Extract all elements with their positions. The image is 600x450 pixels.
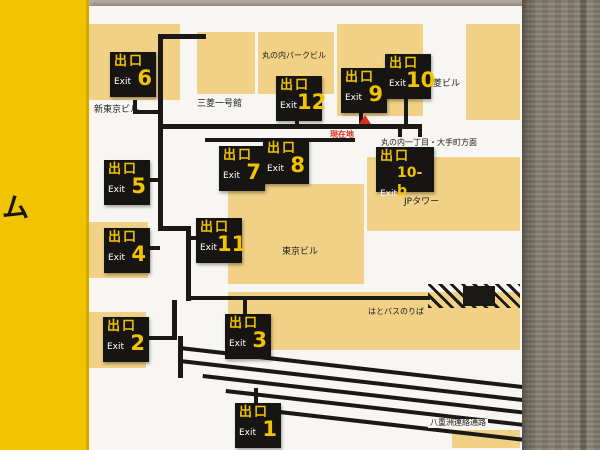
exit-connector <box>146 178 160 182</box>
exit-number: 5 <box>131 174 146 199</box>
wall-groove <box>580 0 586 450</box>
building-label-shintokyo: 新東京ビル <box>94 105 140 115</box>
building-label-jp-tower: JPタワー <box>404 197 440 207</box>
exit-connector <box>295 120 299 126</box>
building-block-mitsubishi-east <box>466 24 520 120</box>
direction-label: 丸の内一丁目・大手町方面 <box>380 137 478 148</box>
exit-number: 11 <box>217 232 247 257</box>
exit-number: 12 <box>297 90 327 115</box>
exit-marker-9: 出口 Exit 9 <box>341 68 387 113</box>
yellow-side-strip: ム <box>0 0 89 450</box>
building-label-yaesu-passage: 八重洲連絡通路 <box>428 418 488 428</box>
exit-number: 8 <box>290 153 305 178</box>
exit-word: 出口 <box>223 148 254 163</box>
exit-number: 10 <box>406 68 436 93</box>
exit-en: Exit <box>200 242 218 253</box>
building-label-mitsubishi: 三菱ビル <box>424 79 461 89</box>
exit-number: 10-b <box>397 165 423 200</box>
passage-line <box>158 226 191 231</box>
exit-marker-8: 出口 Exit 8 <box>263 139 309 184</box>
passage-line <box>178 336 183 378</box>
exit-en: Exit <box>267 163 285 174</box>
exit-number: 2 <box>130 331 145 356</box>
building-block-tokyo <box>228 184 364 284</box>
exit-en: Exit <box>380 189 398 200</box>
building-label-tokyo: 東京ビル <box>282 247 319 257</box>
exit-en: Exit <box>229 338 247 349</box>
exit-connector <box>144 336 174 340</box>
exit-marker-4: 出口 Exit 4 <box>104 228 150 273</box>
building-block-ichigokan <box>197 32 255 94</box>
exit-connector <box>404 98 408 126</box>
passage-line <box>158 130 163 231</box>
building-label-bus-stop: はとバスのりば <box>368 307 424 316</box>
exit-connector <box>243 296 247 316</box>
exit-number: 3 <box>252 328 267 353</box>
exit-word: 出口 <box>229 316 260 331</box>
exit-en: Exit <box>345 92 363 103</box>
exit-en: Exit <box>223 170 241 181</box>
exit-marker-2: 出口 Exit 2 <box>103 317 149 362</box>
black-structure <box>463 286 495 306</box>
exit-connector <box>190 236 198 240</box>
exit-word: 出口 <box>280 78 311 93</box>
exit-number: 7 <box>246 160 261 185</box>
exit-en: Exit <box>108 252 126 263</box>
current-location-icon <box>359 115 371 124</box>
exit-word: 出口 <box>200 220 231 235</box>
exit-word: 出口 <box>389 56 420 71</box>
passage-line-street <box>160 124 422 129</box>
exit-connector <box>133 110 160 114</box>
exit-en: Exit <box>107 341 125 352</box>
exit-en: Exit <box>280 100 298 111</box>
exit-en: Exit <box>114 76 132 87</box>
exit-marker-3: 出口 Exit 3 <box>225 314 271 359</box>
exit-connector <box>146 246 160 250</box>
exit-number: 9 <box>368 82 383 107</box>
passage-line <box>158 34 206 39</box>
exit-number: 1 <box>262 417 277 442</box>
exit-marker-7: 出口 Exit 7 <box>219 146 265 191</box>
exit-en: Exit <box>108 184 126 195</box>
side-partial-text: ム <box>2 193 29 224</box>
exit-word: 出口 <box>239 405 270 420</box>
exit-word: 出口 <box>108 162 139 177</box>
exit-en: Exit <box>389 78 407 89</box>
exit-connector <box>133 100 137 112</box>
exit-word: 出口 <box>380 149 411 164</box>
exit-word: 出口 <box>114 54 145 69</box>
passage-line <box>158 34 163 130</box>
passage-line <box>186 296 430 300</box>
exit-marker-1: 出口 Exit 1 <box>235 403 281 448</box>
passage-line <box>172 300 177 340</box>
building-label-park: 丸の内パークビル <box>262 51 326 60</box>
exit-marker-6: 出口 Exit 6 <box>110 52 156 97</box>
exit-number: 4 <box>131 242 146 267</box>
passage-line <box>186 226 191 301</box>
wall-texture <box>522 0 600 450</box>
exit-word: 出口 <box>108 230 139 245</box>
exit-word: 出口 <box>267 141 298 156</box>
exit-word: 出口 <box>345 70 376 85</box>
exit-marker-5: 出口 Exit 5 <box>104 160 150 205</box>
exit-number: 6 <box>137 66 152 91</box>
current-location-label: 現在地 <box>330 130 354 139</box>
exit-word: 出口 <box>107 319 138 334</box>
exit-en: Exit <box>239 427 257 438</box>
building-label-ichigokan: 三菱一号館 <box>197 99 243 109</box>
